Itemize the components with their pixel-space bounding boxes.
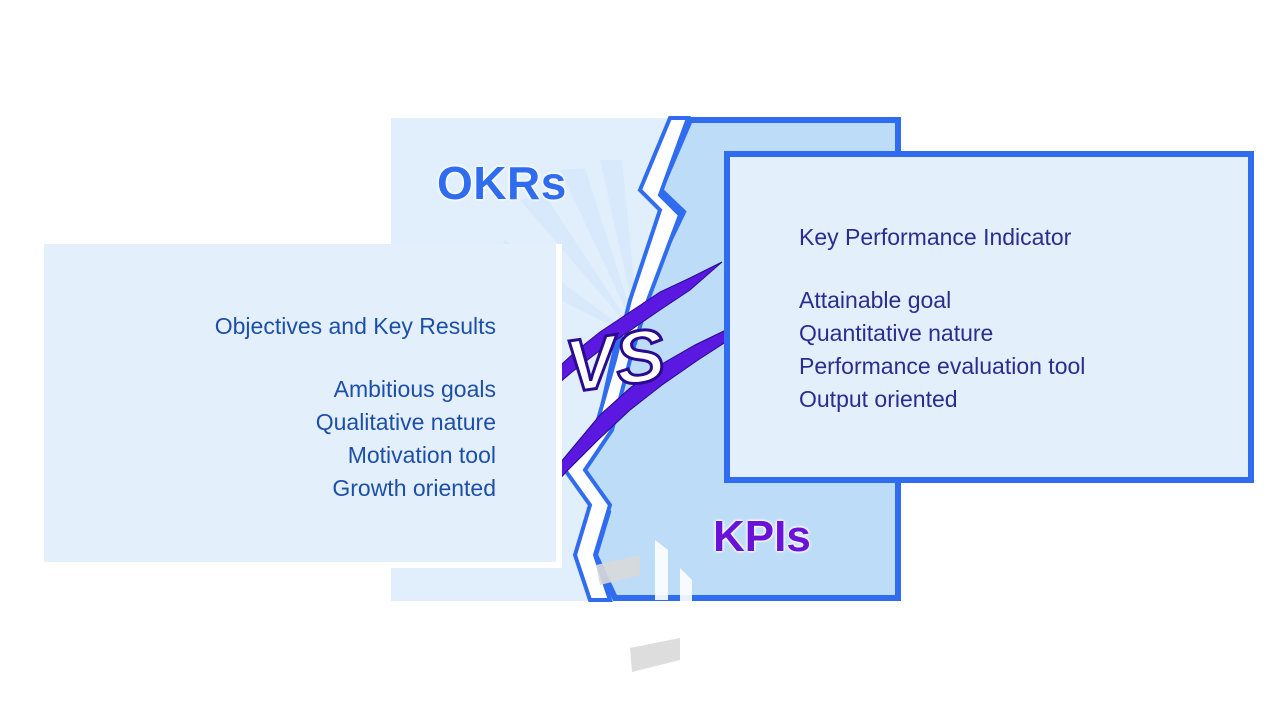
- okrs-title: OKRs: [437, 157, 567, 209]
- kpis-title: KPIs: [713, 512, 811, 561]
- okrs-card: Objectives and Key Results Ambitious goa…: [44, 244, 562, 568]
- okrs-item: Ambitious goals: [333, 376, 496, 402]
- kpis-card: Key Performance Indicator Attainable goa…: [724, 151, 1254, 483]
- vs-label: VS: [561, 312, 670, 408]
- okrs-item: Growth oriented: [332, 475, 496, 501]
- kpis-item: Attainable goal: [799, 287, 952, 313]
- kpis-subtitle: Key Performance Indicator: [799, 224, 1072, 250]
- okrs-subtitle: Objectives and Key Results: [214, 313, 496, 339]
- okrs-item: Qualitative nature: [315, 409, 496, 435]
- kpis-item: Output oriented: [799, 386, 958, 412]
- okrs-item: Motivation tool: [347, 442, 496, 468]
- kpis-item: Performance evaluation tool: [799, 353, 1086, 379]
- kpis-item: Quantitative nature: [799, 320, 994, 346]
- kpis-text-block: Key Performance Indicator Attainable goa…: [799, 221, 1085, 416]
- okrs-text-block: Objectives and Key Results Ambitious goa…: [215, 310, 496, 505]
- watermark-logo: [596, 540, 692, 672]
